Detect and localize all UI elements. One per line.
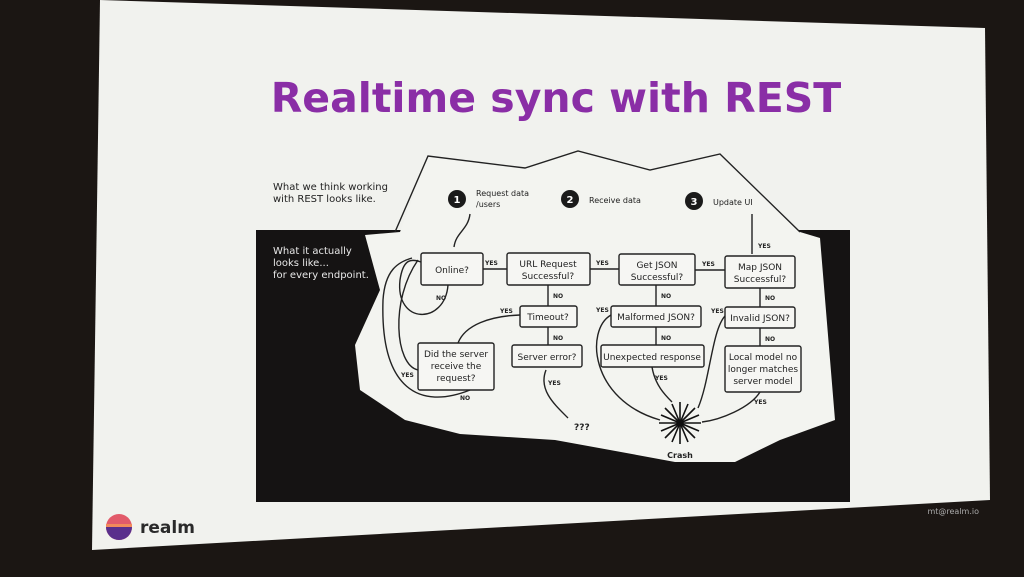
edge-invalid-yes: [697, 315, 726, 409]
svg-text:Server error?: Server error?: [518, 353, 577, 363]
svg-text:YES: YES: [701, 261, 715, 268]
node-timeout: Timeout?: [519, 305, 578, 328]
svg-text:Malformed JSON?: Malformed JSON?: [617, 313, 695, 323]
svg-text:URL Request: URL Request: [519, 260, 577, 270]
edge-malformed-yes: [595, 314, 661, 421]
node-did-server: Did the server receive the request?: [417, 342, 495, 391]
svg-text:NO: NO: [661, 293, 671, 300]
svg-text:YES: YES: [710, 308, 724, 315]
edge-servererror-yes: [543, 369, 569, 419]
node-server-error: Server error?: [511, 344, 583, 368]
svg-text:2: 2: [567, 195, 574, 206]
svg-text:YES: YES: [654, 375, 668, 382]
svg-text:Request data /users: Request data /users: [476, 189, 532, 209]
brand-name: realm: [140, 518, 195, 538]
svg-text:YES: YES: [547, 380, 561, 387]
edge-unexpected-yes: [651, 366, 673, 403]
node-map-json: Map JSON Successful?: [724, 255, 796, 289]
svg-text:Receive data: Receive data: [589, 196, 641, 205]
edge-local-yes: [701, 391, 761, 423]
node-get-json: Get JSON Successful?: [618, 253, 696, 286]
svg-text:YES: YES: [499, 308, 513, 315]
svg-text:NO: NO: [553, 335, 563, 342]
svg-text:Successful?: Successful?: [631, 273, 684, 283]
node-url-request: URL Request Successful?: [506, 252, 591, 286]
svg-text:NO: NO: [661, 335, 671, 342]
svg-text:1: 1: [454, 195, 461, 206]
node-invalid-json: Invalid JSON?: [724, 306, 796, 329]
crash-icon: [659, 402, 701, 444]
svg-text:Map JSON: Map JSON: [738, 263, 782, 273]
svg-text:YES: YES: [757, 243, 771, 250]
edge-didserver-yes: [398, 259, 419, 371]
svg-text:YES: YES: [400, 372, 414, 379]
footer-email: mt@realm.io: [927, 507, 979, 516]
svg-text:YES: YES: [595, 307, 609, 314]
svg-text:longer matches: longer matches: [728, 365, 799, 375]
svg-text:Invalid JSON?: Invalid JSON?: [730, 314, 790, 324]
cloud-top-outline: [394, 150, 801, 233]
unknown-outcome: ???: [574, 423, 590, 433]
arrow-request-to-online: [453, 213, 471, 248]
svg-text:NO: NO: [460, 395, 470, 402]
svg-text:3: 3: [691, 197, 698, 208]
svg-text:NO: NO: [765, 336, 775, 343]
caption-top: What we think working with REST looks li…: [273, 182, 391, 205]
crash-label: Crash: [667, 451, 693, 460]
svg-text:NO: NO: [553, 293, 563, 300]
svg-text:Local model no: Local model no: [729, 353, 798, 363]
svg-text:Update UI: Update UI: [713, 198, 753, 207]
svg-text:YES: YES: [753, 399, 767, 406]
step-1: 1 Request data /users: [448, 189, 532, 209]
step-2: 2 Receive data: [561, 190, 641, 208]
svg-text:Did the server: Did the server: [424, 350, 488, 360]
edge-didserver-no: [382, 257, 471, 398]
svg-text:Successful?: Successful?: [522, 272, 575, 282]
svg-text:Successful?: Successful?: [734, 275, 787, 285]
svg-text:Unexpected response: Unexpected response: [603, 353, 701, 363]
svg-text:YES: YES: [484, 260, 498, 267]
svg-text:Get JSON: Get JSON: [636, 261, 677, 271]
svg-text:NO: NO: [765, 295, 775, 302]
svg-text:NO: NO: [436, 295, 446, 302]
edge-timeout-yes: [457, 314, 521, 344]
caption-bottom: What it actually looks like... for every…: [273, 246, 369, 281]
edge-online-no-loop: [399, 259, 449, 316]
svg-text:request?: request?: [437, 374, 476, 384]
svg-text:Timeout?: Timeout?: [526, 313, 569, 323]
svg-text:YES: YES: [595, 260, 609, 267]
node-local-model: Local model no longer matches server mod…: [724, 345, 802, 393]
realm-logo-icon: [106, 514, 132, 540]
step-3: 3 Update UI: [685, 192, 753, 210]
node-unexpected-response: Unexpected response: [600, 344, 705, 368]
svg-text:Online?: Online?: [435, 266, 469, 276]
slide-title: Realtime sync with REST: [271, 74, 842, 122]
node-malformed-json: Malformed JSON?: [610, 305, 702, 328]
node-online: Online?: [420, 252, 484, 286]
svg-text:server model: server model: [733, 377, 792, 387]
svg-text:receive the: receive the: [431, 362, 482, 372]
